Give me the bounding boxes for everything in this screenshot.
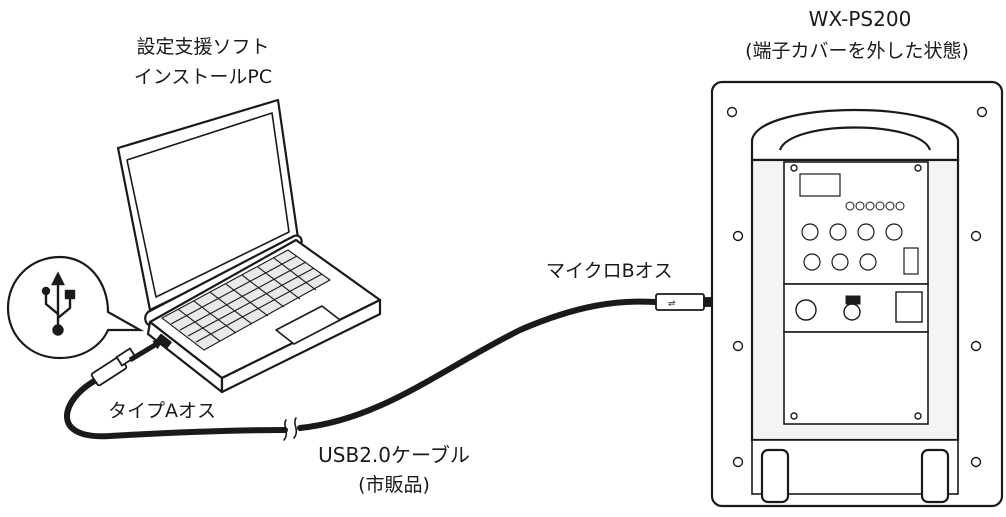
power-switch — [903, 247, 919, 275]
device — [710, 80, 1004, 508]
laptop — [116, 98, 382, 394]
cable-break-2 — [293, 417, 298, 439]
ac-inlet — [895, 291, 923, 323]
device-model: WX-PS200 — [808, 7, 912, 31]
arrow-type-a — [128, 339, 164, 363]
xlr-jack — [795, 299, 817, 321]
wheel-left — [760, 448, 790, 504]
device-note: (端子カバーを外した状態) — [745, 40, 969, 62]
micro-usb-port — [845, 295, 861, 305]
wheel-right — [920, 448, 950, 504]
pc-label-line2: インストールPC — [133, 66, 273, 88]
laptop-screen — [126, 112, 290, 298]
type-a-plug — [90, 347, 137, 387]
cable-segment-right — [297, 298, 659, 431]
micro-b-label: マイクロBオス — [546, 260, 673, 282]
usb-cable — [64, 298, 659, 441]
cable-note: (市販品) — [358, 474, 430, 496]
callout-bubble — [6, 255, 145, 360]
type-a-label: タイプAオス — [108, 400, 216, 422]
pc-label-line1: 設定支援ソフト — [136, 36, 270, 58]
cable-break-1 — [283, 419, 288, 441]
device-handle — [750, 109, 960, 162]
battery-cover — [783, 331, 929, 425]
knobs — [801, 223, 903, 271]
display-window — [799, 173, 841, 197]
device-handle-slot — [778, 126, 932, 151]
usb-callout — [6, 255, 145, 360]
screws — [726, 106, 988, 468]
laptop-touchpad — [275, 305, 341, 345]
line-jack — [843, 303, 861, 321]
svg-text:⇌: ⇌ — [668, 299, 676, 309]
micro-b-plug: ⇌ — [655, 293, 715, 311]
cable-name: USB2.0ケーブル — [318, 443, 470, 467]
buttons — [845, 201, 905, 211]
cable-segment-left — [64, 377, 288, 440]
laptop-keyboard — [161, 249, 331, 351]
usb-icon — [41, 271, 76, 336]
